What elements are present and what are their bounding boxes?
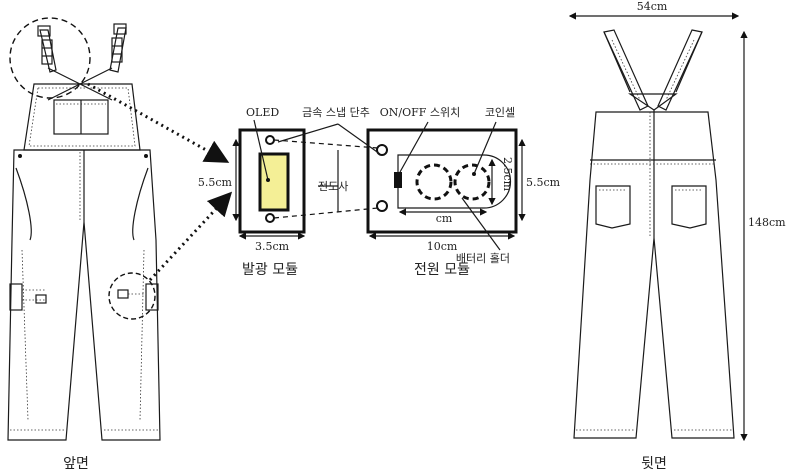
snap-button-bottom-right	[376, 200, 388, 212]
light-module	[238, 119, 306, 234]
back-pocket-right	[671, 185, 707, 229]
callout-arrow-top	[87, 82, 230, 163]
light-module-title: 발광 모듈	[242, 262, 298, 278]
front-overalls	[7, 23, 161, 441]
length-dimension-label: 148cm	[748, 216, 786, 229]
back-pocket-left	[595, 185, 631, 229]
callout-circle-knee	[108, 272, 156, 320]
strap-buckle-right	[111, 23, 127, 63]
snap-button-top-right	[376, 144, 388, 156]
snap-button-bottom-left	[265, 213, 275, 223]
snap-button-label: 금속 스냅 단추	[302, 106, 370, 119]
caption-back: 뒷면	[641, 456, 667, 472]
front-bib-pocket	[53, 99, 109, 135]
switch-label: ON/OFF 스위치	[380, 106, 461, 119]
strap-buckle-left	[37, 25, 53, 65]
callout-circle-strap	[9, 17, 91, 99]
conductive-thread-label: 전도사	[318, 180, 348, 193]
light-module-width-label: 3.5cm	[255, 240, 290, 253]
on-off-switch	[394, 172, 402, 188]
battery-holder-label: 배터리 홀더	[456, 252, 510, 265]
holder-width-label: cm	[436, 212, 453, 225]
light-module-height-label: 5.5cm	[198, 176, 233, 189]
back-overalls	[573, 29, 735, 439]
width-dimension-label: 54cm	[637, 0, 668, 13]
conductive-thread-lines	[273, 139, 379, 219]
power-module-height-label: 5.5cm	[526, 176, 561, 189]
holder-height-label: 2.5cm	[501, 157, 514, 192]
coin-cell-label: 코인셀	[485, 106, 515, 119]
caption-front: 앞면	[63, 456, 89, 472]
oled-label: OLED	[246, 106, 279, 119]
callout-arrow-bottom	[148, 191, 233, 282]
power-module-title: 전원 모듈	[414, 262, 470, 278]
power-module-width-label: 10cm	[427, 240, 458, 253]
coin-cells	[415, 163, 491, 201]
snap-button-top-left	[265, 135, 275, 145]
